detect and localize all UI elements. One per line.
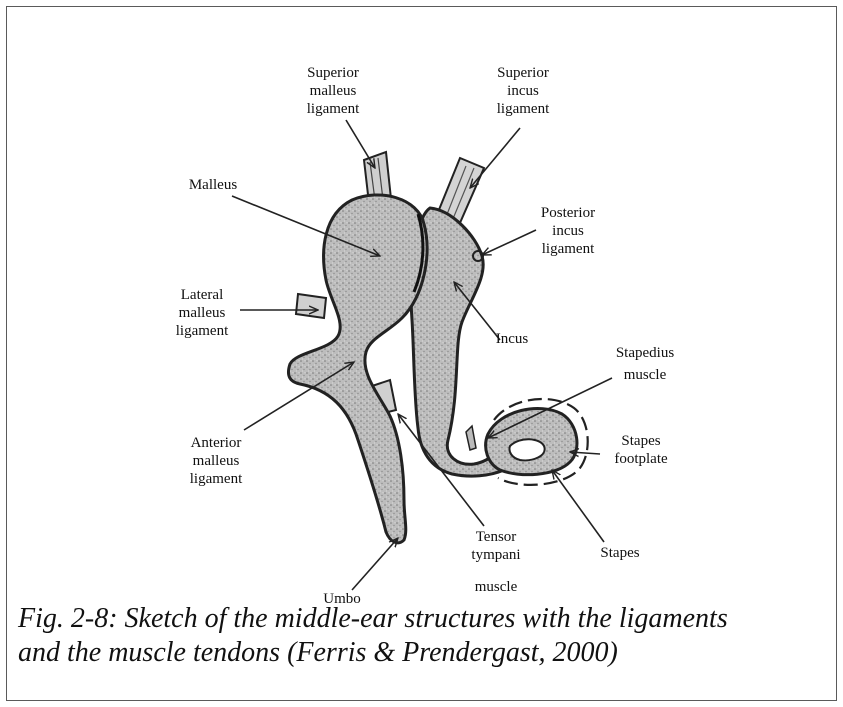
label-malleus: Malleus — [168, 176, 258, 194]
caption-line-2: and the muscle tendons (Ferris & Prender… — [18, 636, 833, 670]
lateral-malleus-ligament-shape — [296, 294, 326, 318]
label-superior-incus-ligament: Superior incus ligament — [478, 64, 568, 118]
label-tensor-tympani-2: muscle — [456, 578, 536, 596]
label-incus: Incus — [472, 330, 552, 348]
label-stapes: Stapes — [580, 544, 660, 562]
label-anterior-malleus-ligament: Anterior malleus ligament — [176, 434, 256, 488]
label-lateral-malleus-ligament: Lateral malleus ligament — [164, 286, 240, 340]
leader-umbo — [352, 538, 398, 590]
label-posterior-incus-ligament: Posterior incus ligament — [522, 204, 614, 258]
label-stapedius-muscle-1: Stapedius — [600, 344, 690, 362]
leader-superior-malleus — [346, 120, 375, 168]
label-stapes-footplate: Stapes footplate — [596, 432, 686, 468]
figure-caption: Fig. 2-8: Sketch of the middle-ear struc… — [18, 602, 833, 670]
label-tensor-tympani-1: Tensor tympani — [456, 528, 536, 564]
label-stapedius-muscle-2: muscle — [600, 366, 690, 384]
leader-superior-incus — [470, 128, 520, 188]
caption-line-1: Fig. 2-8: Sketch of the middle-ear struc… — [18, 602, 833, 636]
label-superior-malleus-ligament: Superior malleus ligament — [288, 64, 378, 118]
leader-stapes — [552, 470, 604, 542]
